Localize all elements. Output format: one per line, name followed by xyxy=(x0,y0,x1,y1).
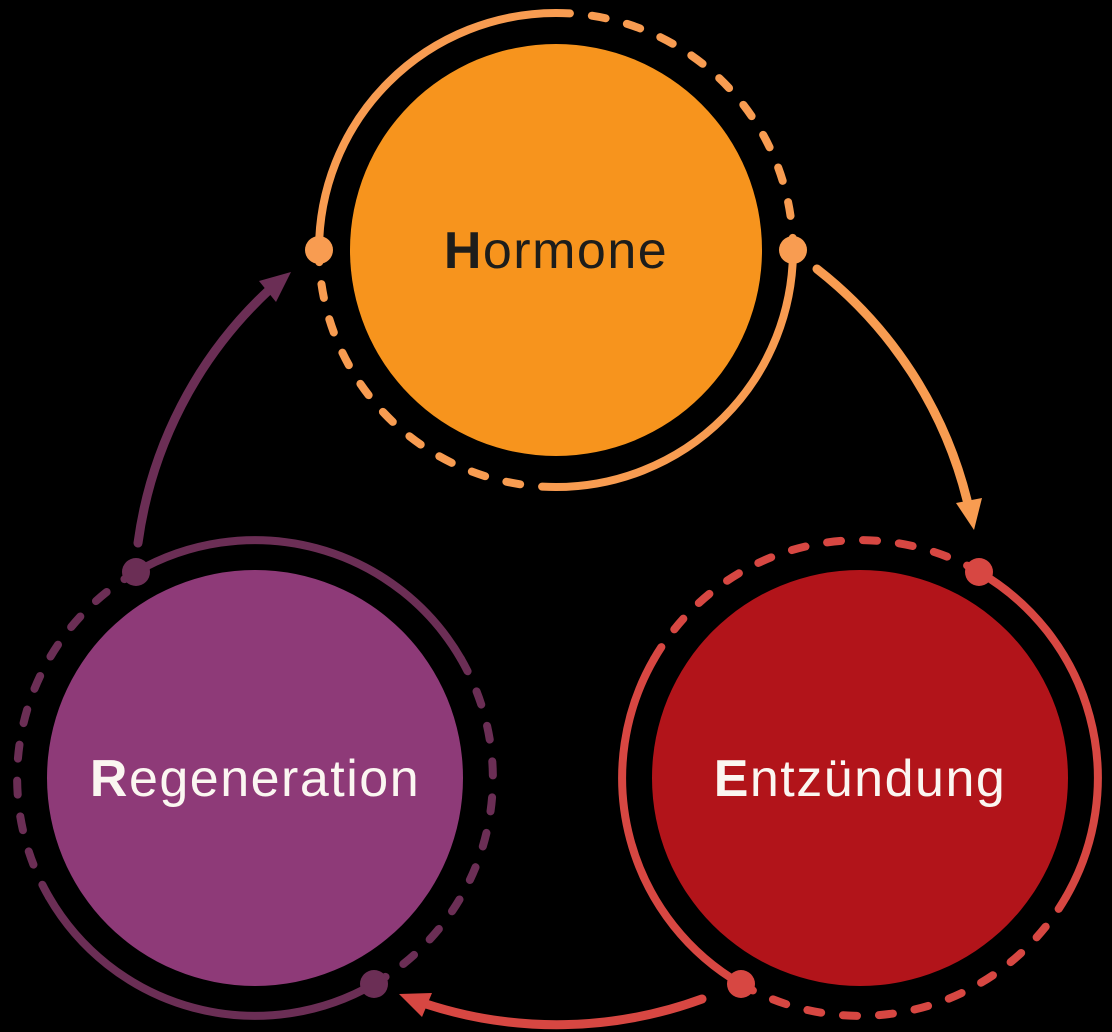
entzuendung-circle xyxy=(652,570,1068,986)
regeneration-ring-dot-topleft xyxy=(122,558,150,586)
node-hormone: Hormone xyxy=(305,9,807,491)
regeneration-ring-solid-arc-top xyxy=(132,536,465,663)
hormone-ring-dot-right xyxy=(779,236,807,264)
regeneration-to-hormone-arrow-line xyxy=(133,286,273,548)
node-regeneration: Regeneration xyxy=(13,536,497,1020)
edge-hormone-to-entzuendung xyxy=(812,264,982,530)
hormone-ring-dashed-arc-bottomleft xyxy=(315,246,560,491)
regeneration-to-hormone-arrowhead-icon xyxy=(259,272,291,302)
entzuendung-ring-dot-bottomleft xyxy=(727,970,755,998)
regeneration-circle xyxy=(47,570,463,986)
regeneration-label-initial: R xyxy=(90,750,129,808)
hormone-label-initial: H xyxy=(444,222,483,280)
edge-regeneration-to-hormone xyxy=(133,272,291,548)
entzuendung-ring-solid-arc-right xyxy=(975,568,1102,901)
entzuendung-ring-dashed-arc-top xyxy=(650,536,983,663)
entzuendung-to-regeneration-arrow-line xyxy=(421,994,707,1030)
entzuendung-ring-solid-arc-left xyxy=(618,655,745,988)
entzuendung-ring-dot-topright xyxy=(965,558,993,586)
hormone-ring-dashed-arc-topright xyxy=(552,9,797,254)
hormone-to-entzuendung-arrowhead-icon xyxy=(956,498,982,530)
entzuendung-label-initial: E xyxy=(714,750,750,808)
entzuendung-label: Entzündung xyxy=(714,750,1007,808)
hormone-ring-solid-arc-topleft xyxy=(315,9,560,254)
entzuendung-to-regeneration-arrowhead-icon xyxy=(399,993,432,1017)
hormone-label: Hormone xyxy=(444,222,668,280)
regeneration-label: Regeneration xyxy=(90,750,420,808)
regeneration-label-rest: egeneration xyxy=(129,750,420,808)
entzuendung-ring-dashed-arc-bottom xyxy=(737,893,1070,1020)
entzuendung-label-rest: ntzündung xyxy=(750,750,1006,808)
regeneration-ring-dot-bottomright xyxy=(360,970,388,998)
hormone-circle xyxy=(350,44,762,456)
hormone-ring-dot-left xyxy=(305,236,333,264)
hormone-ring-solid-arc-bottomright xyxy=(552,246,797,491)
edge-entzuendung-to-regeneration xyxy=(399,993,707,1030)
regeneration-ring-dashed-arc-right xyxy=(370,655,497,988)
regeneration-ring-solid-arc-bottom xyxy=(45,893,378,1020)
hormone-label-rest: ormone xyxy=(483,222,668,280)
node-entzuendung: Entzündung xyxy=(618,536,1102,1020)
hormone-to-entzuendung-arrow-line xyxy=(812,264,972,505)
regeneration-ring-dashed-arc-left xyxy=(13,568,140,901)
